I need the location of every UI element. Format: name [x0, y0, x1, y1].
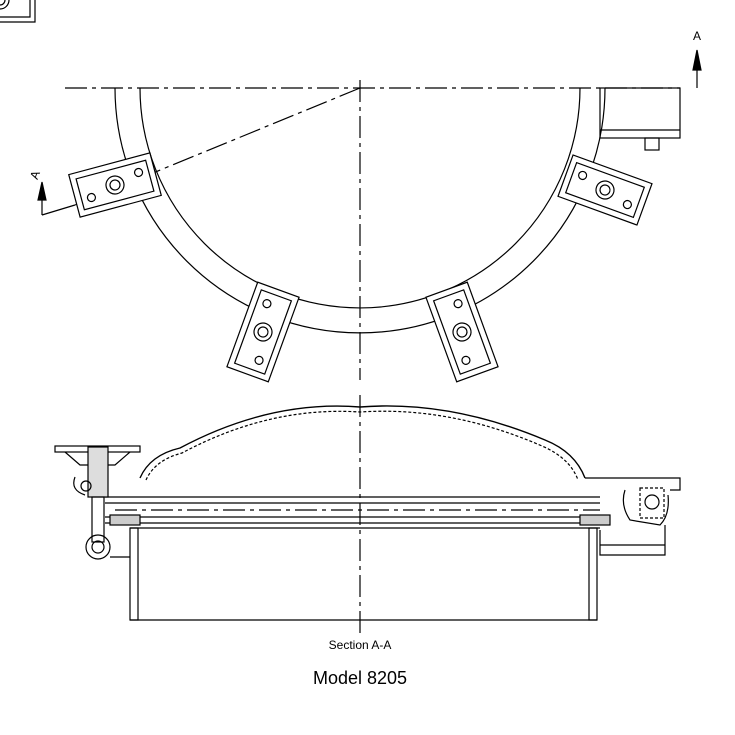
cylinder-wall-left: [129, 527, 139, 621]
clamp-bracket: [0, 0, 36, 23]
hinge-section: [585, 477, 681, 556]
bracket-bottom-right: [425, 281, 499, 383]
section-arrow-top: [692, 49, 702, 88]
top-view: [0, 0, 702, 380]
dome-cover-outer: [139, 405, 586, 479]
model-caption: Model 8205: [312, 668, 408, 688]
dome-cover-inner: [145, 410, 579, 481]
inner-rim-arc: [139, 87, 581, 309]
section-marker-top-label: A: [692, 29, 702, 43]
left-gasket: [109, 514, 141, 526]
bolt-icon: [87, 446, 109, 498]
swing-bolt-clamp: [54, 445, 141, 560]
section-caption: Section A-A: [328, 638, 392, 652]
section-view: [54, 395, 681, 635]
cylinder-wall-right: [588, 527, 598, 621]
bracket-left: [68, 152, 162, 218]
section-arrow-left: [37, 181, 76, 216]
right-gasket: [579, 514, 611, 526]
hinge-block: [599, 87, 681, 151]
bracket-bottom-left: [226, 281, 300, 383]
bracket-right: [557, 154, 653, 226]
